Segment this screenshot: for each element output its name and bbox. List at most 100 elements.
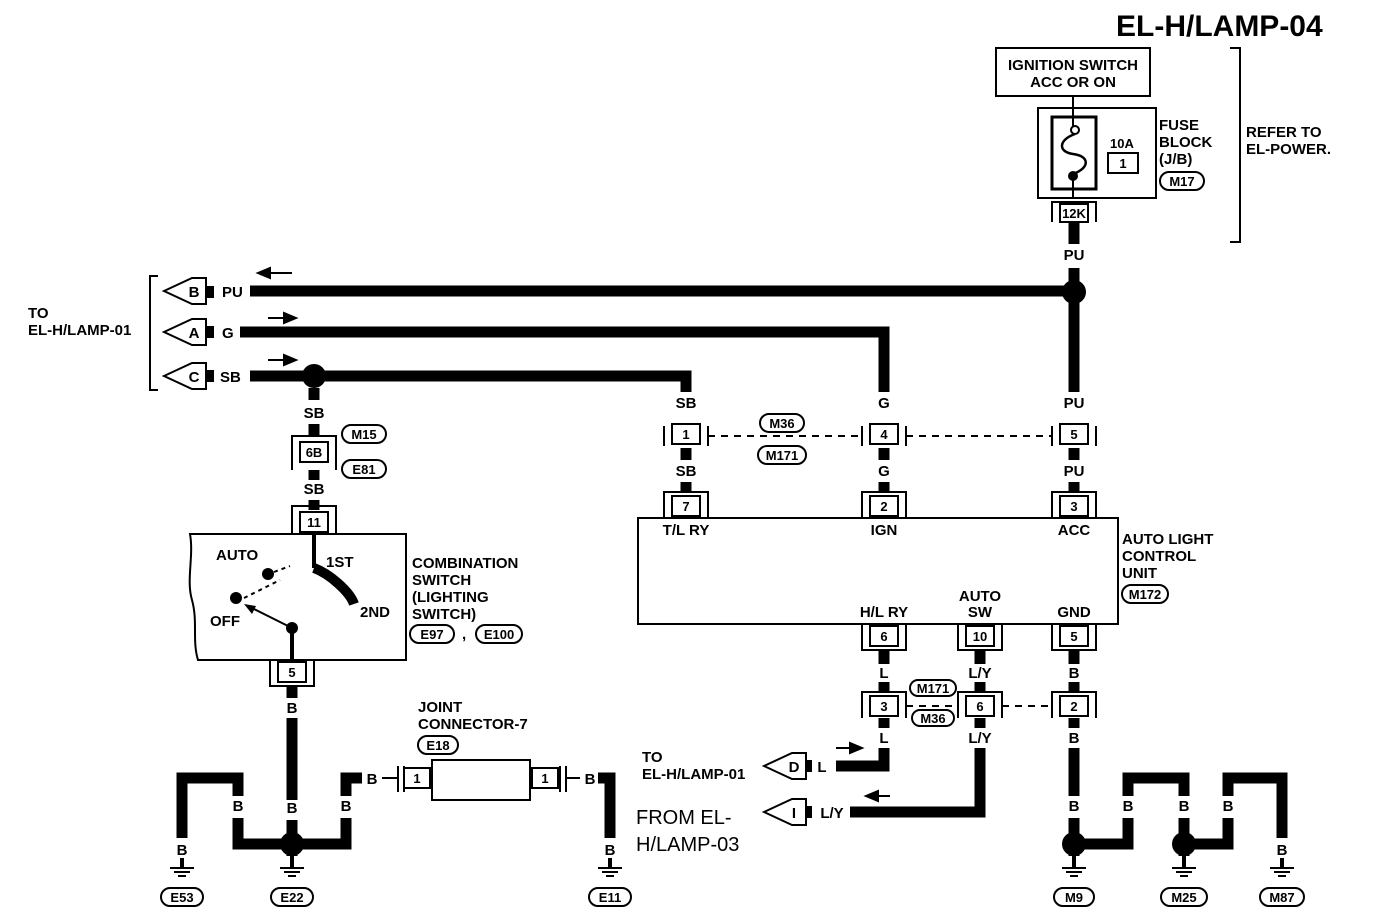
e22-label: E22: [280, 890, 303, 905]
switch-sb-label-2: SB: [304, 481, 325, 498]
fuse-connector-id: M17: [1169, 174, 1194, 189]
switch-ground-b-label: B: [287, 700, 298, 717]
m9-oval: [1053, 887, 1095, 907]
joint-b-label-left-2: B: [367, 771, 378, 788]
joint-right-bracket: [559, 766, 567, 792]
ground-icon-m9: [1062, 867, 1086, 877]
fuse-amperage: 10A: [1110, 136, 1134, 151]
unit-acc-label: ACC: [1058, 522, 1091, 539]
combination-switch-body: [188, 533, 407, 661]
lower-to-label: TO: [642, 749, 663, 766]
joint-label-1: JOINT: [418, 699, 462, 716]
switch-conn-separator: ,: [462, 626, 466, 643]
switch-6b-number: 6B: [306, 445, 323, 460]
e53-to-e22-wire: [232, 818, 292, 850]
diagram-title: EL-H/LAMP-04: [1116, 10, 1323, 43]
fuse-element-icon: [1060, 132, 1087, 176]
unit-tl-ry-label: T/L RY: [663, 522, 710, 539]
m87-label: M87: [1269, 890, 1294, 905]
e22-to-joint-wire: [292, 818, 352, 850]
unit-terminal-6-number: 6: [880, 629, 887, 644]
unit-connector-oval: [1121, 584, 1169, 604]
unit-name-1: AUTO LIGHT: [1122, 531, 1213, 548]
switch-name-4: SWITCH): [412, 606, 476, 623]
m25-to-m87-wire: [1184, 818, 1234, 850]
left-ref-to: TO: [28, 305, 49, 322]
lower-m171-oval: [909, 679, 957, 697]
e11-oval: [588, 887, 632, 907]
ly-label-out: L/Y: [820, 805, 843, 822]
fuse-block-label: FUSE: [1159, 117, 1199, 134]
e11-b-label: B: [605, 842, 616, 859]
joint-right-pin-box: [531, 767, 559, 789]
switch-6b-connector: [291, 435, 337, 470]
e11-label: E11: [599, 890, 621, 905]
lower-m36-oval: [911, 709, 955, 727]
m25-oval: [1160, 887, 1208, 907]
switch-name-3: (LIGHTING: [412, 589, 489, 606]
e81-label: E81: [352, 462, 375, 477]
ref-i-letter: I: [792, 805, 796, 822]
fuse-number: 1: [1119, 156, 1126, 171]
unit-terminal-7-number: 7: [682, 499, 689, 514]
switch-terminal-11: [291, 505, 337, 534]
unit-gnd-label: GND: [1057, 604, 1091, 621]
unit-auto-label: AUTO: [959, 588, 1002, 605]
refer-to-label: REFER TO: [1246, 124, 1322, 141]
ref-i-arrow: [761, 798, 807, 826]
e53-wire: [176, 772, 244, 838]
m25-b-label-left: B: [1123, 798, 1134, 815]
ref-c-arrow: [161, 362, 207, 390]
fuse-connector-id-oval: [1159, 171, 1205, 191]
switch-name-1: COMBINATION: [412, 555, 518, 572]
unit-ign-label: IGN: [871, 522, 898, 539]
g-label-mid: G: [878, 463, 890, 480]
lower-pin-2: [1051, 691, 1097, 718]
fuse-12k-connector-bracket: [1051, 201, 1097, 222]
unit-name-2: CONTROL: [1122, 548, 1196, 565]
joint-label-2: CONNECTOR-7: [418, 716, 528, 733]
fuse-number-box: [1107, 152, 1139, 174]
flow-arrow-right-icon-2: [268, 353, 299, 367]
unit-terminal-2: [861, 491, 907, 518]
g-wire: [240, 326, 890, 392]
m9-to-m25-wire: [1074, 818, 1134, 850]
lower-pin-3-number: 3: [880, 699, 887, 714]
joint-right-pin: 1: [541, 771, 548, 786]
ly-label-low: L/Y: [968, 730, 991, 747]
ref-b-wire-color: PU: [222, 284, 243, 301]
unit-terminal-3: [1051, 491, 1097, 518]
flow-arrow-left-icon: [255, 266, 292, 280]
harness-pin-1: [663, 423, 709, 446]
e53-b-label-2: B: [177, 842, 188, 859]
fuse-terminal-bottom: [1068, 171, 1078, 181]
pu-wire-label-top: PU: [1064, 247, 1085, 264]
joint-left-pin: 1: [413, 771, 420, 786]
e22-oval: [270, 887, 314, 907]
harness-pin-4: [861, 423, 907, 446]
e53-oval: [160, 887, 204, 907]
l-label-low: L: [879, 730, 888, 747]
e18-label: E18: [426, 738, 449, 753]
unit-hl-ry-label: H/L RY: [860, 604, 908, 621]
ly-wire-out: [850, 748, 986, 818]
m25-b-label: B: [1179, 798, 1190, 815]
switch-auto-contact: [262, 568, 274, 580]
sb-splice-dot: [302, 364, 326, 388]
ref-c-wire-color: SB: [220, 369, 241, 386]
unit-terminal-10: [957, 624, 1003, 651]
unit-terminal-5-number: 5: [1070, 629, 1077, 644]
gnd-b-label-low: B: [1069, 730, 1080, 747]
m171-label: M171: [766, 448, 799, 463]
m25-loop-wire: [1122, 772, 1190, 796]
lower-pin-2-number: 2: [1070, 699, 1077, 714]
switch-2nd-label: 2ND: [360, 604, 390, 621]
sb-wire: [250, 370, 692, 392]
unit-terminal-3-number: 3: [1070, 499, 1077, 514]
switch-lever: [247, 605, 293, 629]
e100-oval: [475, 624, 523, 644]
switch-1st-2nd-arc: [311, 563, 359, 607]
gnd-b-label-m9: B: [1069, 798, 1080, 815]
ground-icon-e11: [598, 867, 622, 877]
